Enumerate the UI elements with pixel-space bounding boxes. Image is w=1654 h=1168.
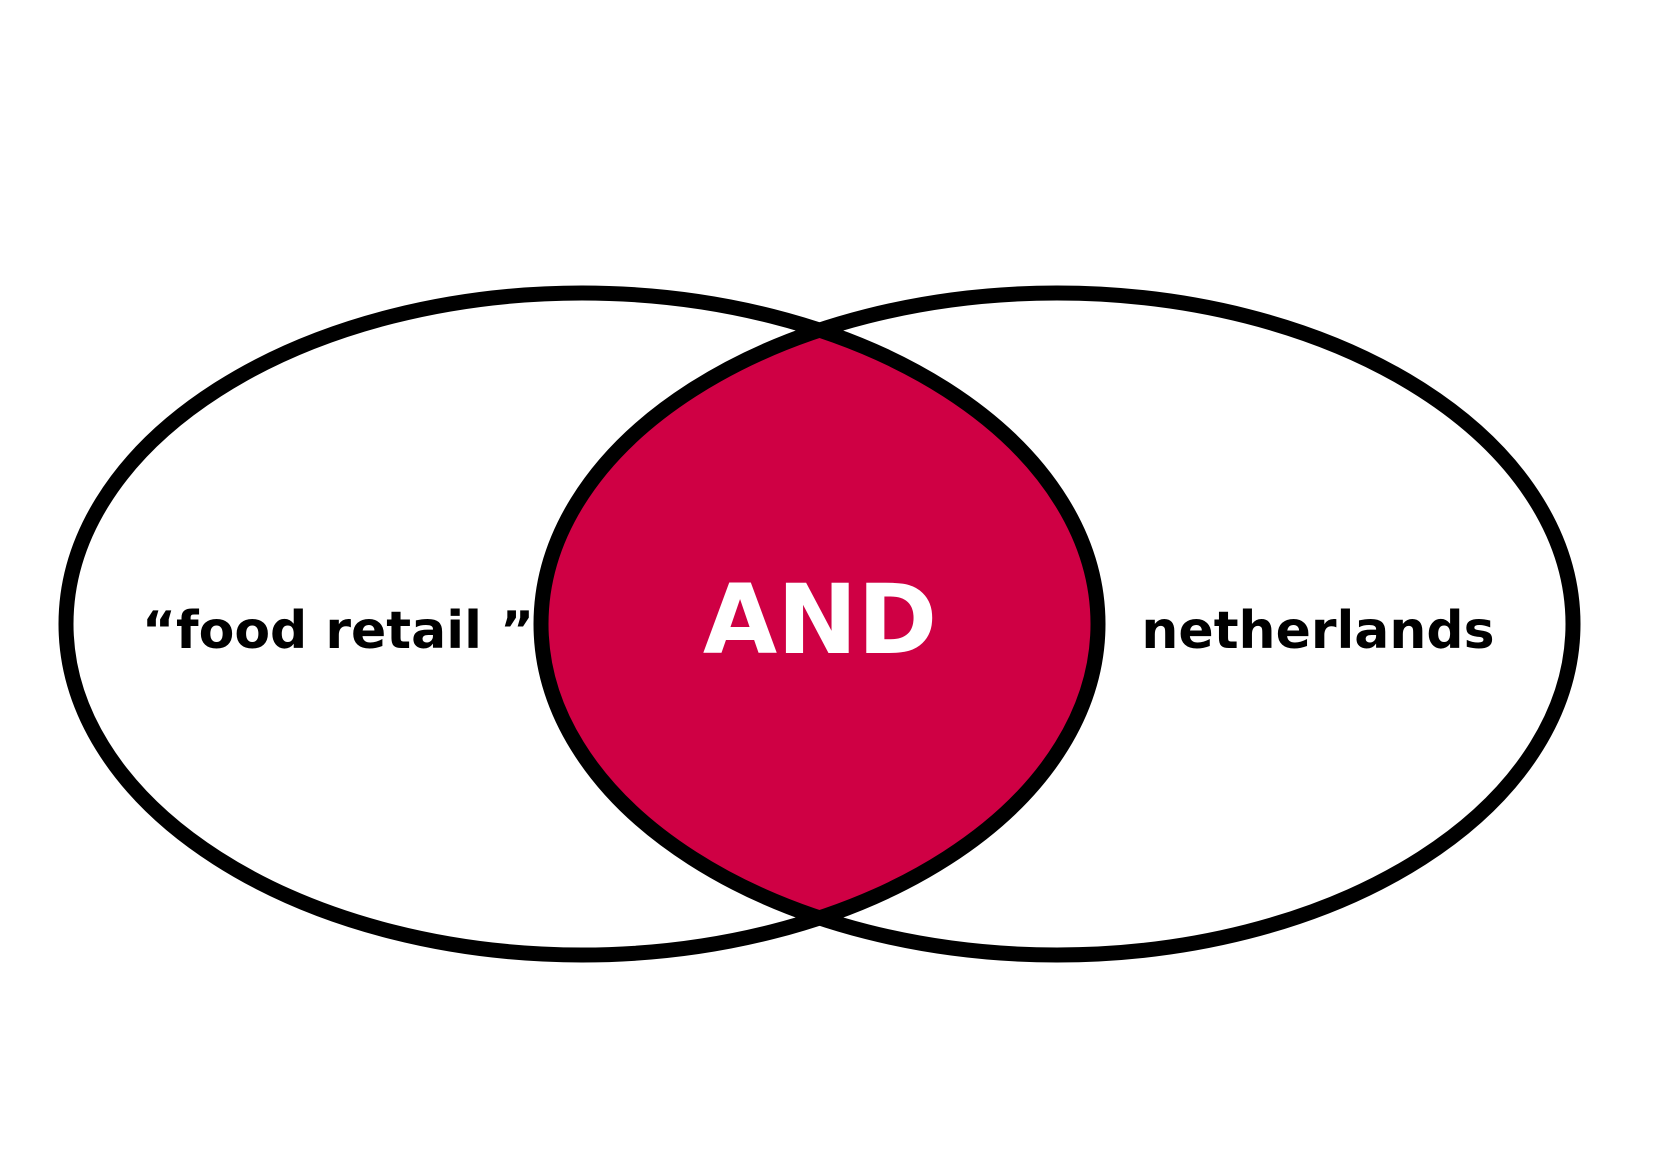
set-b-label: netherlands: [1141, 601, 1495, 661]
intersection-label: AND: [702, 564, 938, 676]
set-a-ellipse: [58, 285, 1106, 963]
set-a-label: “food retail ”: [141, 601, 535, 661]
intersection-region: [541, 293, 1098, 955]
set-b-ellipse: [533, 285, 1581, 963]
